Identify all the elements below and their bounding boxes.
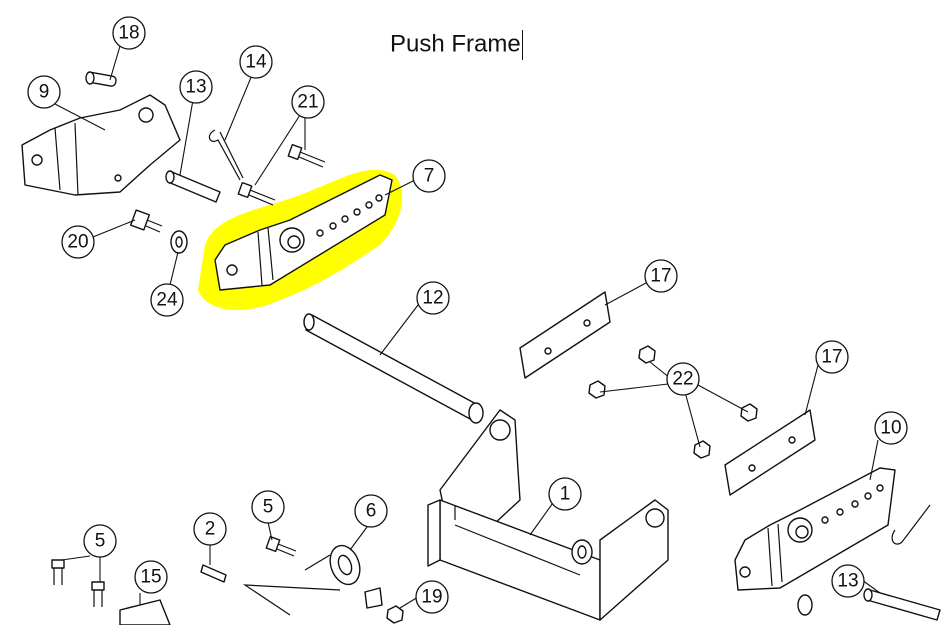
svg-text:12: 12 — [422, 288, 443, 309]
svg-text:19: 19 — [421, 587, 442, 608]
callout-12: 12 — [416, 281, 450, 315]
svg-text:13: 13 — [185, 77, 206, 98]
svg-text:10: 10 — [880, 418, 901, 439]
callout-1: 1 — [548, 477, 582, 511]
callout-13: 13 — [179, 70, 213, 104]
svg-text:18: 18 — [118, 23, 139, 44]
part-13-pin-lower — [863, 588, 941, 621]
callout-2: 2 — [193, 512, 227, 546]
svg-text:7: 7 — [424, 166, 435, 187]
part-21-bolts — [237, 143, 326, 206]
callout-10: 10 — [874, 411, 908, 445]
callout-19: 19 — [415, 580, 449, 614]
diagram-title: Push Frame — [390, 30, 523, 60]
part-9-bracket — [21, 94, 181, 196]
callout-18: 18 — [112, 16, 146, 50]
callout-13-lower: 13 — [831, 564, 865, 598]
callout-22: 22 — [666, 362, 700, 396]
callout-17-lower: 17 — [815, 340, 849, 374]
part-24-washer — [170, 230, 188, 254]
title-text: Push Frame — [390, 30, 521, 58]
part-10-bracket — [734, 467, 896, 591]
svg-text:22: 22 — [672, 369, 693, 390]
svg-text:15: 15 — [140, 567, 161, 588]
callout-7: 7 — [412, 159, 446, 193]
part-22-nuts — [588, 345, 758, 459]
svg-text:14: 14 — [245, 52, 267, 73]
part-15-plate — [119, 599, 171, 625]
svg-text:6: 6 — [366, 501, 377, 522]
text-cursor — [521, 30, 523, 60]
callout-6: 6 — [354, 494, 388, 528]
part-5-bolt-a — [265, 535, 297, 557]
part-17-block-lower — [724, 409, 816, 496]
callout-24: 24 — [150, 283, 184, 317]
svg-text:24: 24 — [156, 290, 178, 311]
part-5-bolt-b — [51, 559, 105, 607]
part-19-nut — [364, 587, 404, 624]
svg-text:17: 17 — [821, 347, 842, 368]
callout-20: 20 — [61, 225, 95, 259]
washer-lower-right — [797, 594, 813, 616]
part-hairpin-right — [891, 504, 931, 545]
part-14-hairpin-clip — [208, 129, 244, 181]
svg-text:20: 20 — [67, 232, 88, 253]
part-1-main-frame — [427, 409, 669, 621]
callout-21: 21 — [291, 85, 325, 119]
svg-text:13: 13 — [837, 571, 858, 592]
part-18-pin — [85, 71, 117, 87]
part-2-pin — [200, 564, 227, 583]
part-6-spring — [242, 544, 361, 616]
part-17-block-upper — [519, 291, 611, 379]
callout-17-upper: 17 — [644, 259, 678, 293]
svg-text:21: 21 — [297, 92, 318, 113]
part-13-pin-upper — [165, 170, 221, 203]
part-20-bolt — [129, 209, 163, 233]
svg-text:2: 2 — [205, 519, 216, 540]
callout-5-upper: 5 — [251, 490, 285, 524]
svg-text:5: 5 — [263, 497, 274, 518]
part-12-tube — [303, 313, 484, 424]
svg-text:9: 9 — [39, 82, 50, 103]
svg-text:1: 1 — [560, 484, 571, 505]
callout-5-lower: 5 — [83, 524, 117, 558]
callout-15: 15 — [134, 560, 168, 594]
svg-text:5: 5 — [95, 531, 106, 552]
svg-text:17: 17 — [650, 266, 671, 287]
callout-9: 9 — [27, 75, 61, 109]
callout-14: 14 — [239, 45, 273, 79]
part-7-bracket — [214, 174, 393, 291]
leader-lines — [54, 45, 881, 609]
